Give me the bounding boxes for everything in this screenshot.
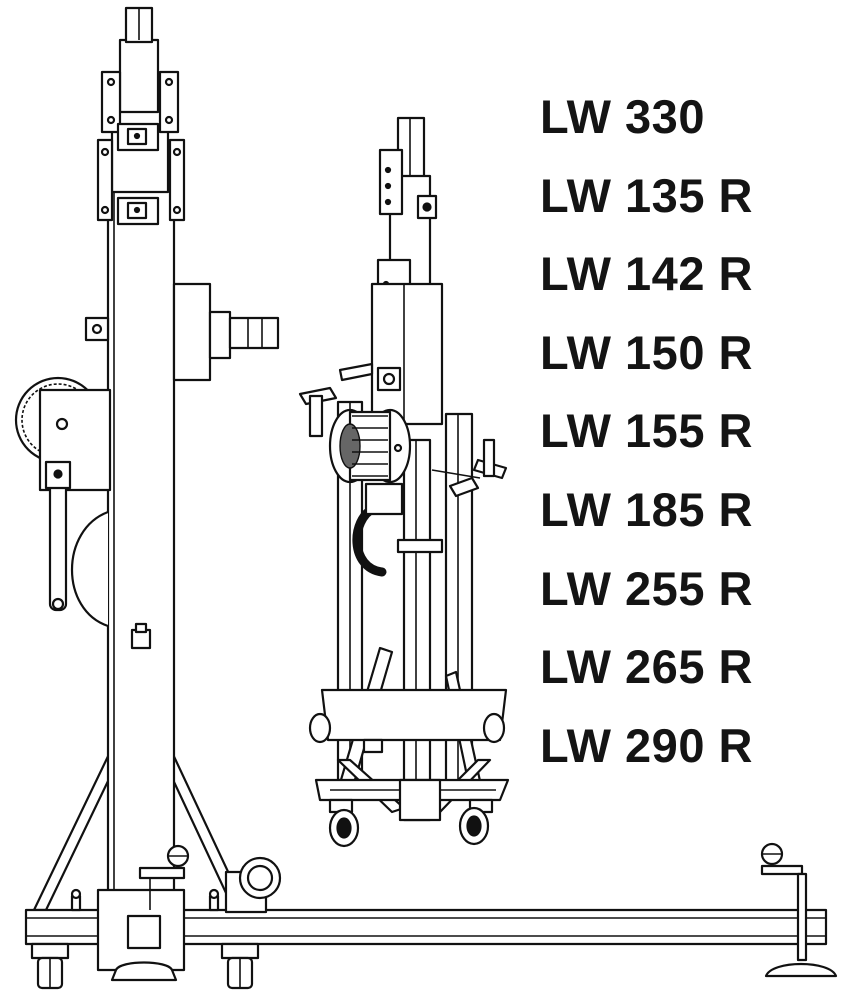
model-name: LW 265 R (540, 640, 753, 694)
model-name: LW 290 R (540, 718, 753, 772)
side-view-tower (14, 6, 838, 990)
model-name: LW 150 R (540, 325, 753, 379)
model-name: LW 185 R (540, 482, 753, 536)
model-name: LW 155 R (540, 404, 753, 458)
model-name: LW 330 (540, 90, 705, 143)
model-name: LW 135 R (540, 168, 753, 222)
model-list: LW 330 LW 135 R LW 142 R LW 150 R LW 155… (540, 86, 840, 793)
model-name: LW 142 R (540, 247, 753, 301)
perspective-view-tower (298, 116, 510, 848)
model-name: LW 255 R (540, 561, 753, 615)
